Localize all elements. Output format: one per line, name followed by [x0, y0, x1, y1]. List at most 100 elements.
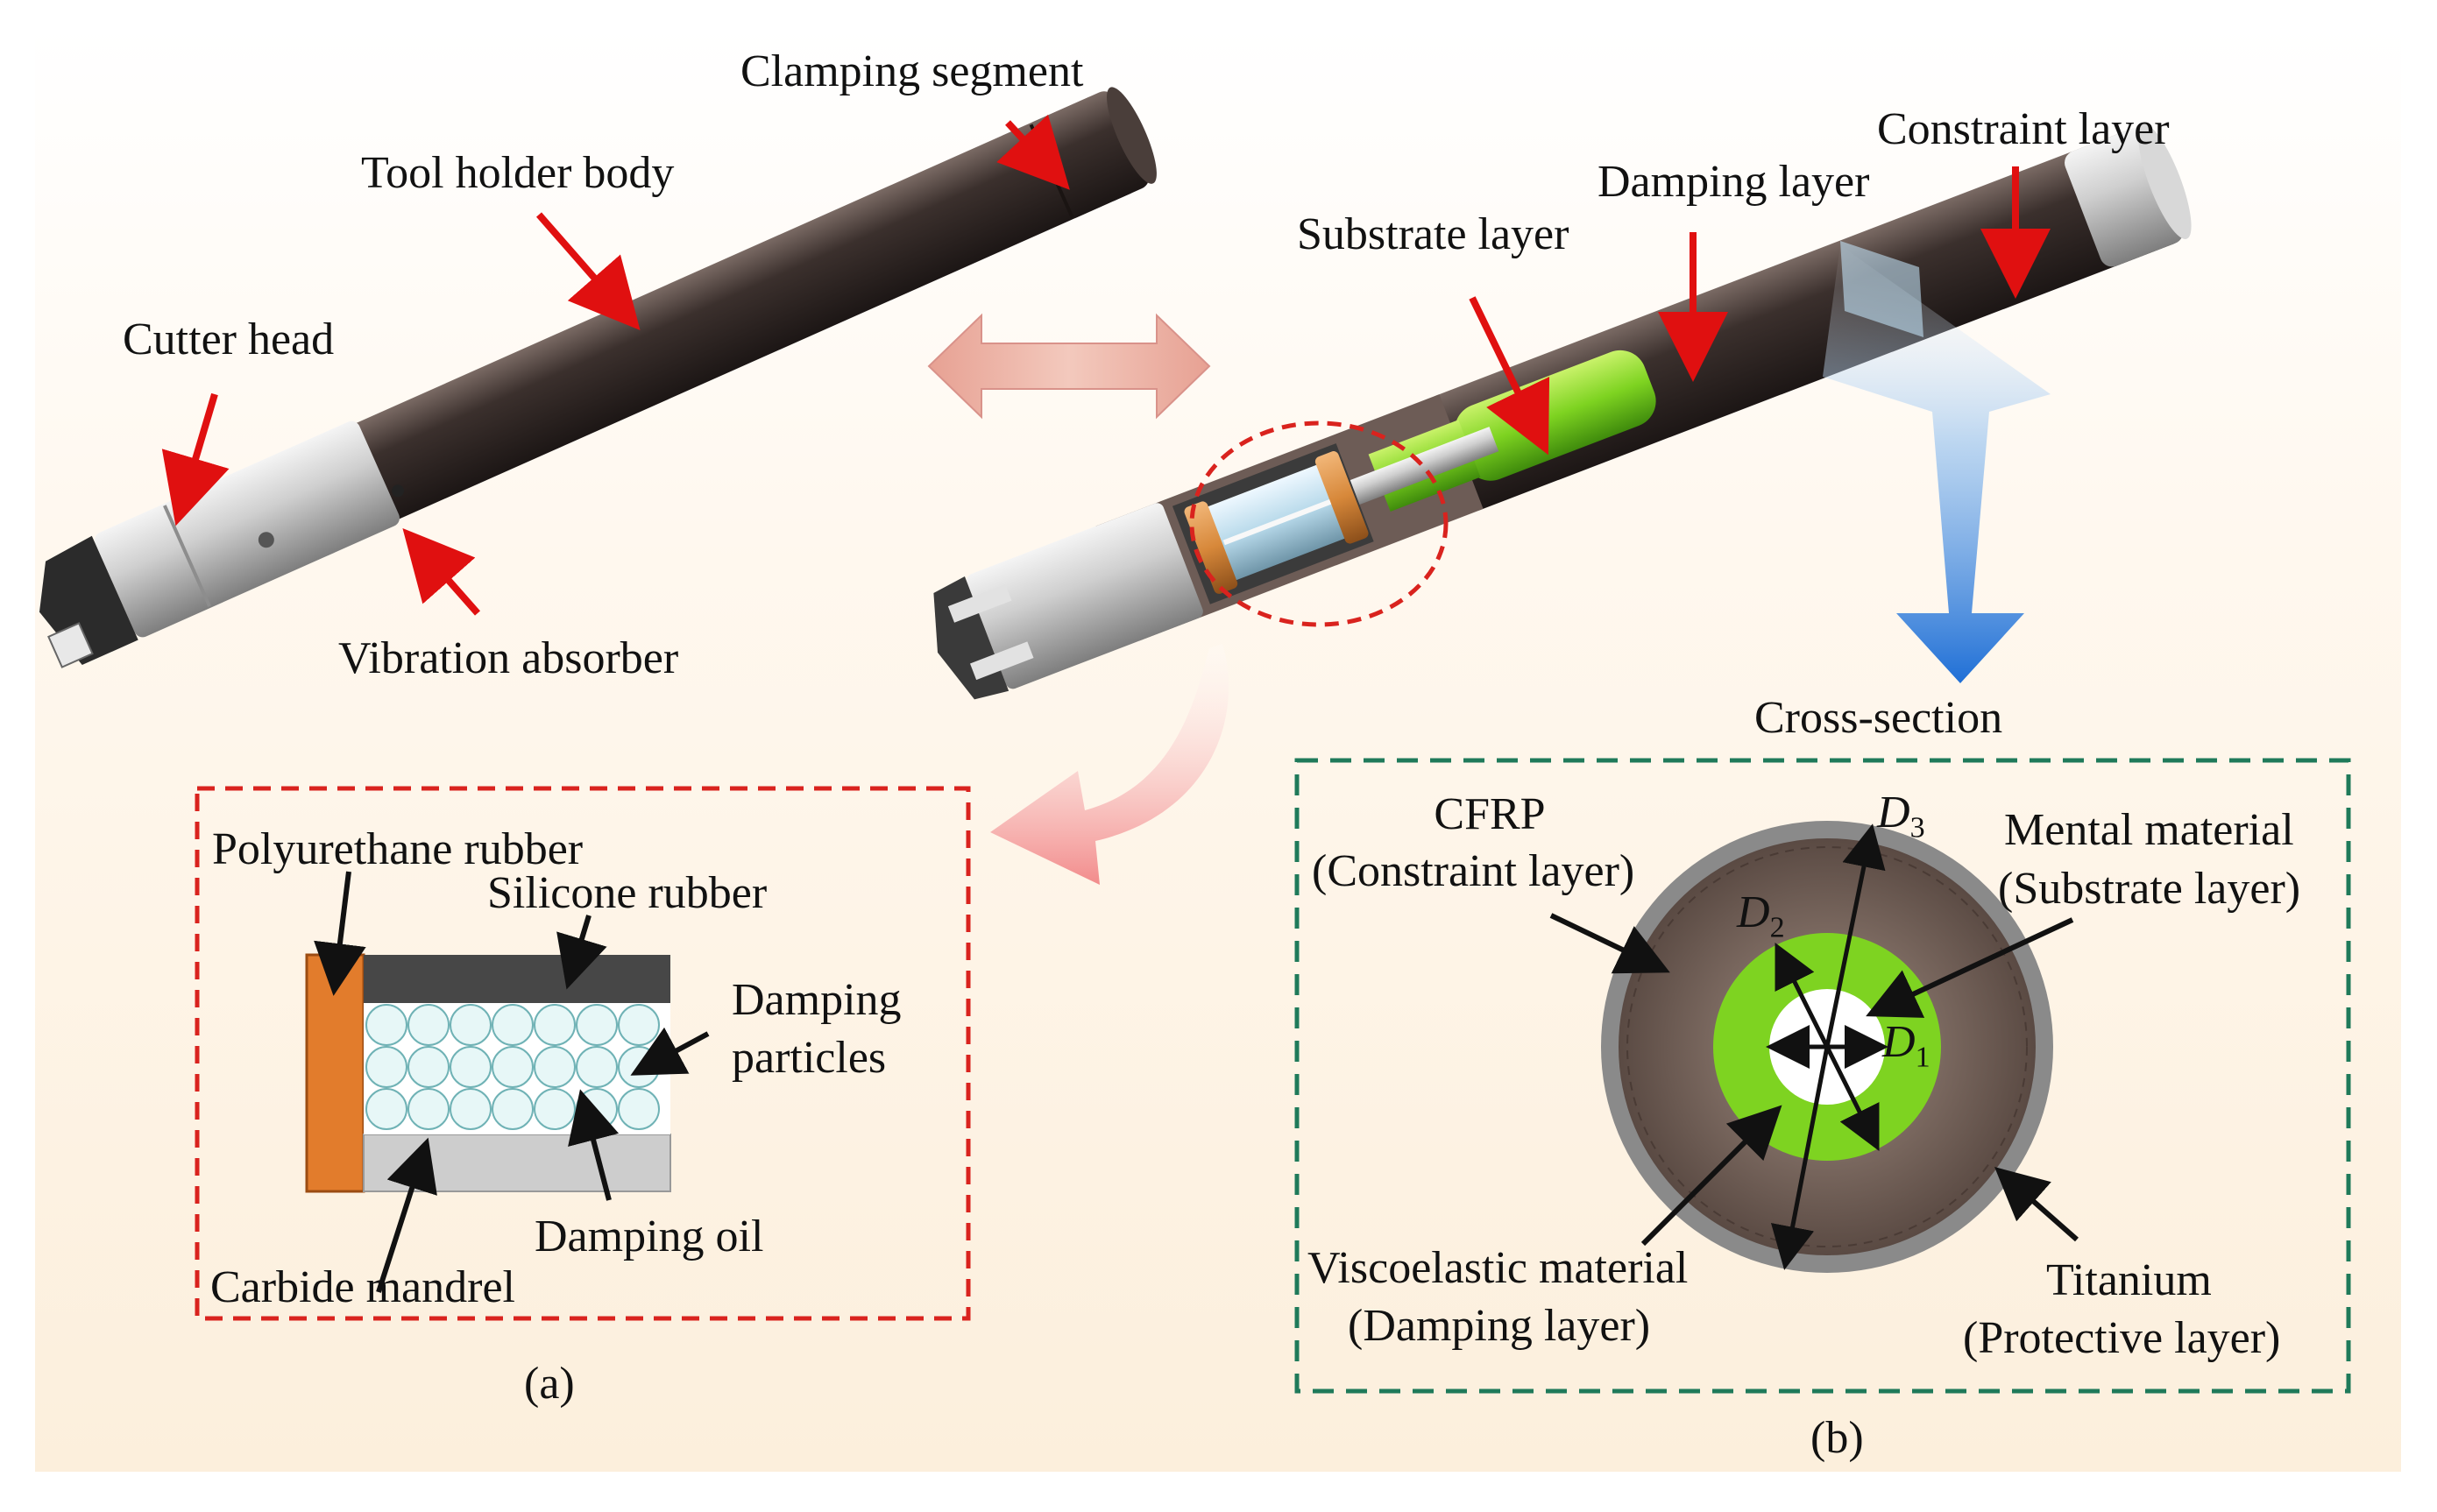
damping-particles-group: [365, 1004, 660, 1130]
right-clamp-face: [2138, 124, 2192, 239]
copper-ring-right: [1314, 451, 1369, 544]
copper-ring-left: [1184, 501, 1238, 594]
d2-arrow-up: [1775, 943, 1830, 1049]
cutter-insert: [47, 622, 94, 668]
damping-particle: [576, 1004, 618, 1046]
symbol-d3-letter: D: [1877, 788, 1910, 837]
silicone-rubber-layer: [364, 955, 670, 1003]
panel-b-frame: [1294, 758, 2351, 1394]
front-slot-1: [947, 584, 1012, 623]
carbide-mandrel-layer: [363, 1134, 671, 1192]
down-arrow-icon: [1823, 245, 2051, 683]
label-silicone-rubber: Silicone rubber: [487, 868, 768, 918]
panel-a-frame: [195, 786, 971, 1321]
damping-particle: [492, 1088, 534, 1130]
vibration-absorber-shape: [95, 420, 400, 638]
arrow-cfrp: [1549, 913, 1670, 974]
label-cross-section: Cross-section: [1754, 693, 2003, 743]
symbol-d3-sub: 3: [1909, 811, 1925, 844]
constraint-dashed-edge: [1626, 846, 2028, 1247]
label-clamping-segment: Clamping segment: [740, 46, 1084, 96]
panel-b-arrows: [1549, 913, 2079, 1247]
damping-particle: [534, 1046, 576, 1088]
symbol-d1: D1: [1882, 1016, 1930, 1074]
caption-a: (a): [524, 1359, 575, 1409]
damping-particle: [618, 1046, 660, 1088]
symbol-d1-sub: 1: [1915, 1041, 1930, 1074]
symbol-d3: D3: [1877, 787, 1925, 844]
arrow-cutter-head: [161, 392, 230, 526]
damping-particle: [365, 1004, 407, 1046]
caption-b: (b): [1810, 1413, 1864, 1463]
body-hole: [392, 484, 405, 498]
d2-arrow-down: [1824, 1045, 1880, 1151]
symbol-d2-sub: 2: [1769, 911, 1785, 944]
label-vibration-absorber: Vibration absorber: [338, 633, 679, 683]
label-damping-particles-2: particles: [732, 1033, 887, 1083]
particle-damper-highlight-circle: [1189, 420, 1449, 627]
damping-particle: [534, 1004, 576, 1046]
arrow-clamping-segment: [996, 114, 1070, 190]
arrow-tool-holder-body: [535, 212, 641, 331]
arrow-substrate-layer: [1469, 296, 1550, 456]
absorber-hole: [258, 532, 274, 548]
symbol-d2: D2: [1737, 887, 1785, 944]
damping-particle: [492, 1004, 534, 1046]
panel-a-schematic: [305, 953, 671, 1193]
label-damping-particles-1: Damping: [732, 975, 902, 1025]
label-polyurethane-rubber: Polyurethane rubber: [212, 824, 584, 874]
damping-particle: [618, 1088, 660, 1130]
tool-holder-body-shape: [338, 95, 1140, 525]
damping-particle: [407, 1088, 450, 1130]
label-cfrp-1: CFRP: [1434, 789, 1546, 839]
arrow-oil: [568, 1089, 620, 1201]
damping-particle: [450, 1004, 492, 1046]
arrow-mental: [1866, 917, 2074, 1018]
panel-a-arrows: [314, 871, 710, 1293]
d3-arrow-down: [1770, 1046, 1830, 1270]
label-arrows-left: [161, 114, 2051, 616]
polyurethane-rubber-block: [305, 953, 365, 1193]
label-constraint-layer: Constraint layer: [1877, 104, 2170, 154]
symbol-d1-letter: D: [1882, 1017, 1916, 1067]
damping-particle: [618, 1004, 660, 1046]
damping-particle: [407, 1004, 450, 1046]
arrow-titanium: [1994, 1167, 2079, 1242]
label-damping-layer: Damping layer: [1598, 157, 1870, 207]
arrow-silicone: [556, 915, 607, 990]
dimension-arrows: [1766, 823, 1888, 1270]
damping-particle: [576, 1046, 618, 1088]
label-mental-1: Mental material: [2004, 805, 2294, 855]
arrow-carbide: [376, 1137, 437, 1293]
label-cfrp-2: (Constraint layer): [1312, 846, 1635, 896]
damping-particle: [492, 1046, 534, 1088]
front-slot-2: [969, 641, 1034, 681]
arrow-vibration-absorber: [402, 528, 480, 616]
label-visco-2: (Damping layer): [1348, 1301, 1651, 1351]
symbol-d2-letter: D: [1737, 887, 1770, 937]
damping-particle: [534, 1088, 576, 1130]
label-cutter-head: Cutter head: [123, 314, 335, 364]
damping-particle: [407, 1046, 450, 1088]
arrow-polyurethane: [314, 871, 366, 996]
label-titanium-1: Titanium: [2046, 1255, 2212, 1305]
double-headed-arrow-icon: [927, 313, 1211, 420]
arrow-visco: [1640, 1105, 1782, 1247]
damping-particle: [450, 1046, 492, 1088]
damping-particle: [450, 1088, 492, 1130]
damping-particle: [365, 1088, 407, 1130]
curved-arrow-icon: [990, 644, 1229, 885]
label-mental-2: (Substrate layer): [1998, 864, 2301, 914]
label-damping-oil: Damping oil: [535, 1212, 764, 1261]
label-titanium-2: (Protective layer): [1963, 1313, 2281, 1363]
label-carbide-mandrel: Carbide mandrel: [210, 1262, 515, 1312]
section-plane: [1840, 241, 1923, 337]
label-substrate-layer: Substrate layer: [1297, 209, 1569, 259]
label-tool-holder-body: Tool holder body: [361, 148, 675, 198]
arrow-particles: [630, 1027, 710, 1076]
damping-particle: [365, 1046, 407, 1088]
mandrel-line: [1222, 499, 1332, 546]
label-visco-1: Viscoelastic material: [1307, 1243, 1689, 1293]
